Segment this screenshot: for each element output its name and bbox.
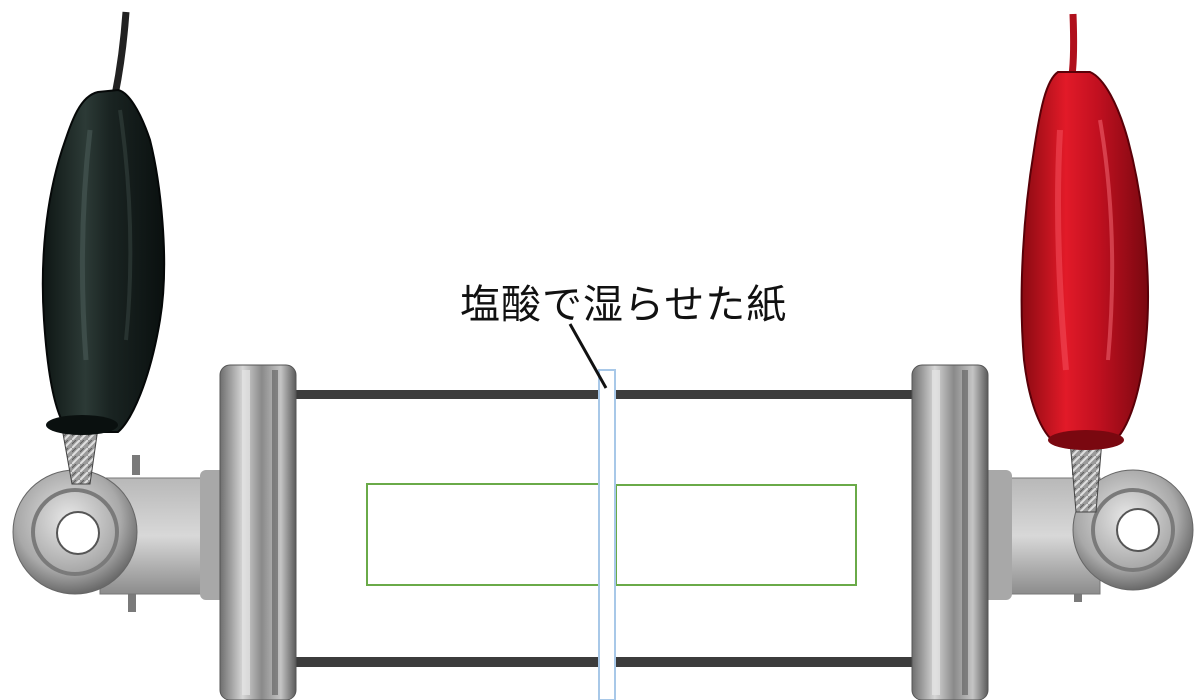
- label-leader-line: [568, 323, 608, 389]
- right-binder-clip: [911, 364, 1194, 700]
- paper-label: 塩酸で湿らせた紙: [460, 282, 788, 328]
- filter-paper-left: [366, 483, 601, 586]
- red-alligator-clip: [1020, 13, 1149, 513]
- left-binder-clip: [12, 364, 297, 700]
- filter-paper-right: [615, 484, 857, 586]
- paper-strip: [598, 369, 616, 700]
- black-alligator-clip: [41, 11, 166, 485]
